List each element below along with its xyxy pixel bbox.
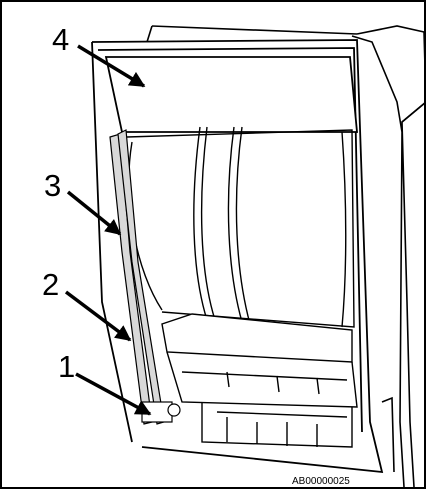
- callout-label-2: 2: [42, 267, 60, 302]
- callout-arrow-3: [66, 190, 122, 236]
- callout-label-4: 4: [52, 22, 70, 57]
- figure-code: AB00000025: [292, 476, 350, 487]
- callout-arrow-4: [77, 44, 146, 88]
- callout-label-3: 3: [44, 168, 62, 203]
- filter-housing: [161, 313, 358, 448]
- drain-hose: [109, 129, 181, 425]
- cabinet-shell: [146, 25, 426, 488]
- callout-arrow-2: [64, 290, 132, 342]
- callout-label-1: 1: [58, 349, 76, 384]
- drum: [126, 126, 355, 328]
- door-opening: [91, 39, 384, 474]
- callout-arrows: [64, 44, 152, 416]
- callout-arrow-1: [75, 372, 152, 416]
